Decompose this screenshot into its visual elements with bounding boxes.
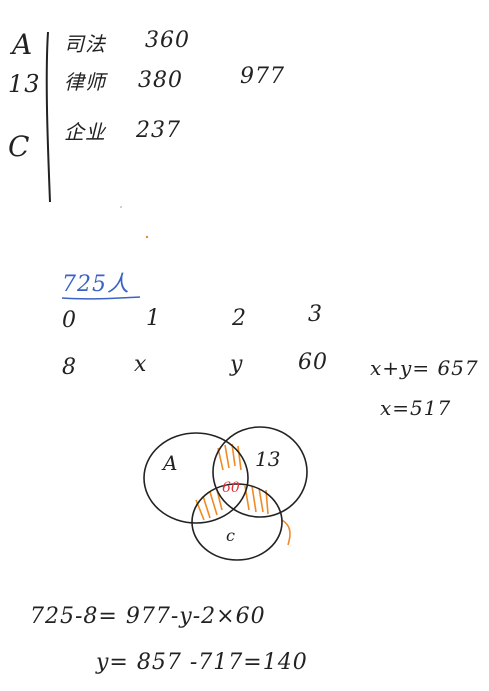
- header-total: 725人: [62, 272, 130, 297]
- equation-x: x=517: [380, 396, 452, 420]
- category-lawyer: 律师: [64, 70, 106, 94]
- label-lawyer-letter: 13: [8, 70, 41, 98]
- count-1: 1: [146, 306, 161, 331]
- count-enterprise: 237: [136, 118, 181, 143]
- circle-a: [143, 432, 249, 524]
- count-judicial: 360: [145, 28, 190, 53]
- value-y: y: [230, 352, 244, 377]
- category-enterprise: 企业: [64, 120, 106, 144]
- header-underline: [61, 296, 141, 300]
- list-divider: [45, 31, 51, 203]
- total-sum: 977: [240, 64, 285, 89]
- value-x: x: [134, 352, 148, 377]
- count-lawyer: 380: [138, 68, 183, 93]
- circle-b: [212, 426, 308, 518]
- calculation-line-1: 725-8= 977-y-2×60: [30, 604, 266, 629]
- stray-dot: [145, 235, 149, 239]
- equation-x-plus-y: x+y= 657: [370, 356, 479, 380]
- count-3: 3: [308, 302, 323, 327]
- venn-label-b: 13: [255, 447, 280, 471]
- label-c: C: [8, 130, 31, 163]
- count-2: 2: [232, 306, 247, 331]
- category-judicial: 司法: [64, 32, 106, 56]
- label-a: A: [12, 28, 34, 61]
- value-0: 8: [62, 355, 77, 380]
- venn-label-a: A: [161, 451, 177, 475]
- count-0: 0: [62, 308, 77, 333]
- overlap-hatching: [195, 443, 291, 546]
- circle-c: [191, 483, 283, 561]
- stray-dot: [120, 206, 122, 208]
- value-3: 60: [298, 350, 328, 375]
- calculation-line-2: y= 857 -717=140: [96, 650, 308, 675]
- venn-center-value: 60: [222, 480, 240, 496]
- venn-label-c: c: [226, 526, 235, 545]
